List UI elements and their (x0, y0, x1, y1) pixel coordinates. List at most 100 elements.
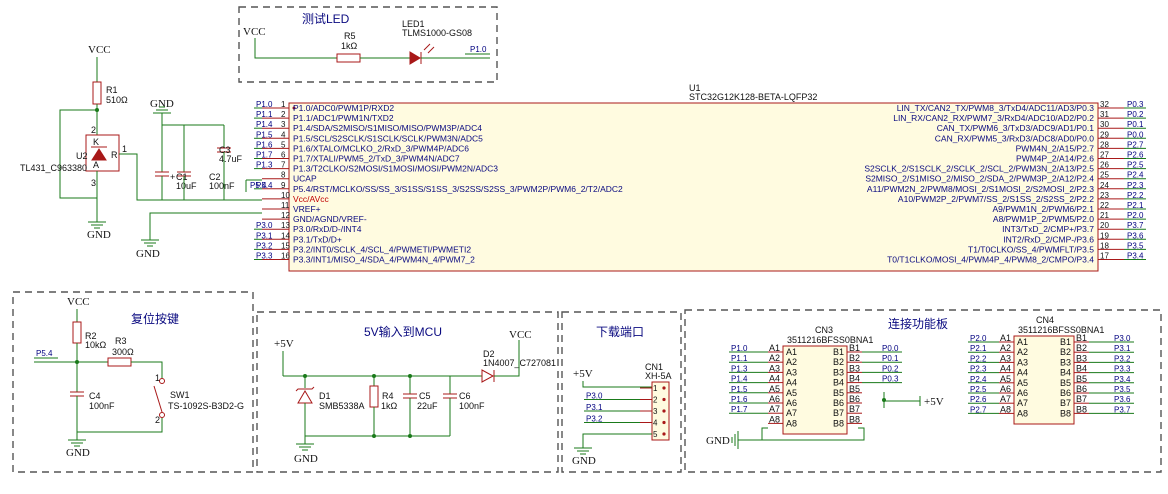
u1-net-label: P3.2 (256, 241, 273, 250)
sw1-pin1: 1 (155, 373, 160, 383)
u1-pin-signal: VREF+ (293, 204, 321, 214)
c5-value: 22uF (417, 401, 438, 411)
cn4_rows-net-b-label: P3.7 (1114, 405, 1131, 414)
u1-net-label: P2.0 (1127, 211, 1144, 220)
u1-pin-number: 10 (281, 191, 290, 200)
cn4_rows-pin-b-label: B7 (1076, 394, 1087, 404)
d1-tvs-icon (297, 390, 313, 404)
u1-pin-number: 17 (1100, 252, 1109, 261)
cn4_rows-pin-a-label: A1 (1000, 333, 1011, 343)
section-title-reset: 复位按键 (131, 311, 179, 326)
resistor-r1 (92, 81, 102, 105)
u1-pin-number: 19 (1100, 231, 1109, 240)
cn1-net-label: P3.1 (586, 403, 603, 412)
cn3_rows-net-a-label: P1.5 (731, 385, 748, 394)
vcc-label-power: VCC (509, 329, 532, 341)
junction-r4 (372, 374, 376, 378)
r3-value: 300Ω (112, 347, 134, 357)
wire-sw1-gnd (77, 418, 163, 433)
cn3_rows-pin-b-name: B3 (833, 367, 844, 377)
test-led-frame (238, 6, 498, 83)
u1-pin-signal: CAN_TX/PWM6_3/TxD3/ADC9/AD1/P0.1 (937, 123, 1095, 133)
r1-ref: R1 (106, 85, 118, 95)
cn4_rows-pin-a-label: A2 (1000, 343, 1011, 353)
u1-pin-number: 3 (281, 120, 286, 129)
cn3_rows-net-b-label: P0.2 (882, 364, 899, 373)
u2-ref: U2 (76, 151, 88, 161)
wire-led-vcc (254, 38, 337, 59)
wire-caps-gnd (161, 113, 224, 126)
resistor-r2 (72, 321, 82, 344)
d1-ref: D1 (319, 391, 331, 401)
u1-pin-number: 5 (281, 140, 286, 149)
resistor-r3 (107, 357, 132, 367)
u1-pin-number: 1 (281, 100, 286, 109)
u1-pin-number: 13 (281, 221, 290, 230)
u1-pin-number: 14 (281, 231, 290, 240)
cn4_rows-net-a-label: P2.2 (970, 354, 987, 363)
u1-net-label: P0.2 (1127, 110, 1144, 119)
u1-value: STC32G12K128-BETA-LQFP32 (689, 92, 817, 102)
u1-pin-number: 2 (281, 110, 286, 119)
u1-pin-signal: P3.2/INT0/SCLK_4/SCL_4/PWMETI/PWMETI2 (293, 244, 471, 254)
net-label-led-p10: P1.0 (470, 45, 487, 54)
cn4_rows-pin-a-label: A3 (1000, 353, 1011, 363)
cn3_rows-net-b-label: P0.0 (882, 344, 899, 353)
u1-pin-number: 22 (1100, 201, 1109, 210)
cn4_rows-net-a-label: P2.3 (970, 365, 987, 374)
u1-pin-signal: P1.1/ADC1/PWM1N/TXD2 (293, 113, 394, 123)
c6-value: 100nF (459, 401, 485, 411)
reset-block: 复位按键 VCC R2 10kΩ P5.4 R3 300Ω C4 100nF 1… (12, 291, 254, 473)
u1-net-label: P2.2 (1127, 191, 1144, 200)
d2-ref: D2 (483, 349, 495, 359)
cn3_rows-pin-a-name: A8 (786, 418, 797, 428)
cn3_rows-net-b-label: P0.1 (882, 354, 899, 363)
u1-pin-signal: P5.4/RST/MCLKO/SS/SS_3/S1SS/S1SS_3/S2SS/… (293, 184, 623, 194)
cn4_rows-pin-b-name: B8 (1060, 408, 1071, 418)
vcc-label-r1: VCC (88, 44, 111, 56)
c1-ref: C1 (176, 172, 188, 182)
u1-pin-signal: P3.0/RxD/D-/INT4 (293, 224, 362, 234)
u1-pin-number: 15 (281, 241, 290, 250)
sw1-ref: SW1 (170, 390, 190, 400)
u1-pin-number: 7 (281, 161, 286, 170)
r4-value: 1kΩ (381, 401, 398, 411)
cn3_rows-pin-b-label: B7 (849, 404, 860, 414)
cn4_rows-net-a-label: P2.1 (970, 344, 987, 353)
wire-u1-gnd (149, 212, 262, 240)
u1-pin-signal: P3.1/TxD/D+ (293, 234, 342, 244)
u2-value: TL431_C963380 (20, 163, 87, 173)
cn3_rows-pin-b-label: B5 (849, 384, 860, 394)
u1-pin-number: 31 (1100, 110, 1109, 119)
cn3_rows-net-a-label: P1.7 (731, 405, 748, 414)
u1-pin-signal: LIN_TX/CAN2_TX/PWM8_3/TxD4/ADC11/AD3/P0.… (897, 103, 1095, 113)
sw1-value: TS-1092S-B3D2-G (168, 401, 244, 411)
cn3_rows-pin-a-name: A1 (786, 347, 797, 357)
led1-emit-arrow-icon (423, 43, 431, 51)
u1-pin-signal: GND/AGND/VREF- (293, 214, 367, 224)
cn3_rows-net-a-label: P1.0 (731, 344, 748, 353)
cn4_rows-net-b-label: P3.6 (1114, 395, 1131, 404)
vref-block: VCC R1 510Ω 2 K R 1 A 3 U2 TL431_C963380… (20, 44, 267, 260)
u1-net-label: P0.0 (1127, 130, 1144, 139)
cn1-pin-dot (662, 409, 666, 413)
u1-pin-number: 26 (1100, 161, 1109, 170)
cn4-body (1013, 335, 1075, 425)
u1-pin-signal: P3.3/INT1/MISO_4/SDA_4/PWM4N_4/PWM7_2 (293, 255, 475, 265)
cn1-net-label: P3.2 (586, 415, 603, 424)
c2-ref: C2 (209, 172, 221, 182)
wire-cn3-gnd-a (738, 427, 768, 441)
cn4_rows-net-b-label: P3.5 (1114, 385, 1131, 394)
resistor-r4 (369, 385, 379, 408)
u1-pin-signal: A11/PWM2N_2/PWM8/MOSI_2/S1MOSI_2/S2MOSI_… (867, 184, 1094, 194)
u1-net-label: P1.7 (256, 151, 273, 160)
cn4_rows-pin-b-label: B6 (1076, 384, 1087, 394)
junction-d1 (303, 374, 307, 378)
cn4_rows-pin-b-name: B7 (1060, 398, 1071, 408)
cn4_rows-net-a-label: P2.7 (970, 405, 987, 414)
p5v-label-power: +5V (274, 338, 294, 350)
u1-net-label: P3.7 (1127, 221, 1144, 230)
u1-pin-signal: A9/PWM1N_2/PWM6/P2.1 (992, 204, 1094, 214)
cn3_rows-pin-a-name: A6 (786, 398, 797, 408)
